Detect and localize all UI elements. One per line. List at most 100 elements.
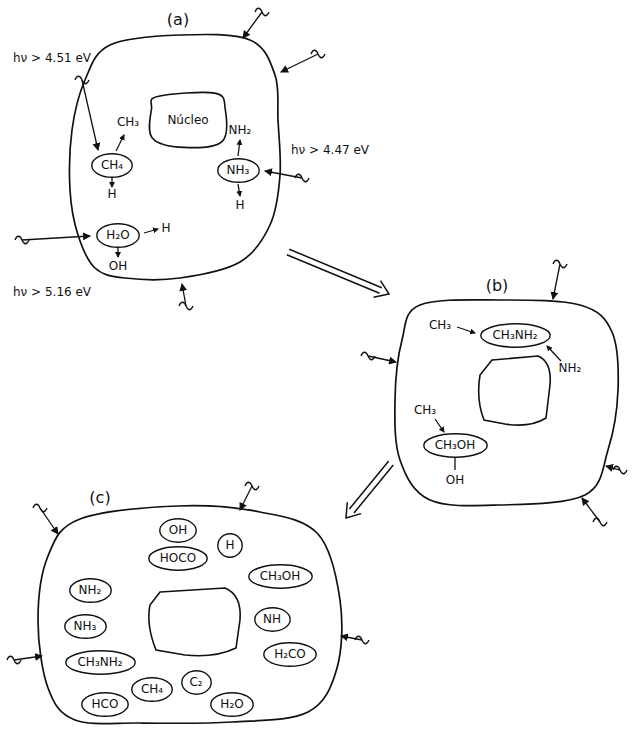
photon-energy: hν > 5.16 eV	[13, 285, 91, 299]
panel-letter: (c)	[89, 488, 110, 507]
molecule-oval: CH₃OH	[423, 433, 488, 458]
molecule-formula: CH₃NH₂	[492, 328, 537, 342]
molecule-oval: NH₃	[64, 614, 107, 639]
grain-mantle: (b)CH₃NH₂CH₃OH	[393, 276, 627, 508]
molecule-oval: NH₃	[217, 158, 260, 183]
molecule-outline	[82, 692, 128, 715]
molecule-outline	[264, 642, 316, 665]
molecule-formula: CH₄	[101, 158, 123, 172]
fragment-arrow	[116, 135, 124, 151]
molecule-oval: OH	[159, 518, 197, 543]
molecule-outline	[65, 650, 134, 673]
photon-wave	[355, 636, 369, 644]
molecule-formula: H₂CO	[274, 647, 306, 661]
double-arrow	[346, 461, 393, 518]
molecule-outline	[64, 614, 105, 637]
molecule-outline	[97, 223, 139, 246]
fragment-arrow	[144, 229, 158, 233]
molecule-oval: C₂	[181, 670, 212, 695]
molecule-oval: H	[217, 533, 243, 558]
molecule-oval: H₂O	[210, 692, 254, 717]
fragment-label: H	[107, 187, 116, 201]
fragment-line	[454, 458, 455, 470]
molecule-formula: C₂	[189, 675, 202, 689]
molecule-formula: HOCO	[160, 551, 196, 565]
molecule-formula: H₂O	[220, 697, 243, 711]
molecule-formula: NH	[263, 612, 281, 626]
molecule-oval: H₂O	[96, 223, 140, 248]
molecule-outline	[480, 323, 549, 346]
fragment-arrow	[238, 184, 240, 196]
fragment-label: H	[235, 198, 244, 212]
arrow-shaft	[289, 249, 382, 288]
molecule-oval: HCO	[81, 692, 129, 717]
photon-wave	[15, 236, 29, 244]
grain-mantle: (c) OH HOCO H NH₂ CH₃OH NH₃ NH CH₃NH₂ CH₄ C₂ HCO H₂O…	[36, 488, 342, 726]
molecule-oval: CH₃NH₂	[65, 650, 136, 675]
molecule-formula: CH₃OH	[260, 569, 301, 583]
nucleus-outline	[149, 588, 240, 656]
panel-letter: (a)	[167, 10, 189, 29]
molecule-formula: NH₃	[227, 163, 250, 177]
photon-wave	[361, 352, 375, 360]
fragment-label: OH	[109, 259, 127, 273]
molecule-outline	[217, 158, 258, 181]
photon-energy: hν > 4.47 eV	[291, 143, 369, 157]
photon-arrow	[243, 12, 262, 38]
molecule-formula: CH₃OH	[435, 438, 476, 452]
mantle-outline	[38, 506, 342, 724]
photon-wave	[613, 466, 627, 474]
molecule-formula: NH₂	[79, 583, 102, 597]
fragment-label: OH	[446, 473, 464, 487]
panel-letter: (b)	[486, 276, 509, 295]
fragment-arrow	[547, 346, 561, 361]
photon-wave	[311, 50, 325, 58]
fragment-label: H	[161, 221, 170, 235]
molecule-outline	[181, 670, 210, 693]
molecule-outline	[149, 546, 207, 569]
photon-wave	[245, 482, 259, 490]
molecule-formula: CH₃NH₂	[77, 655, 122, 669]
arrow-shaft	[354, 465, 393, 513]
photon-wave	[553, 260, 567, 268]
molecule-formula: OH	[169, 523, 187, 537]
molecule-formula: H	[225, 538, 234, 552]
photon-wave	[7, 656, 21, 664]
molecule-outline	[69, 578, 110, 601]
photon-wave	[33, 504, 47, 512]
molecule-oval: HOCO	[148, 546, 208, 571]
molecule-formula: NH₃	[74, 619, 97, 633]
molecule-outline	[92, 153, 132, 176]
nucleus-outline	[149, 92, 226, 147]
molecule-outline	[254, 607, 289, 630]
arrow-head	[346, 502, 361, 518]
fragment-arrow	[117, 248, 118, 257]
fragment-label: CH₃	[429, 318, 451, 332]
fragment-arrow	[435, 419, 444, 432]
photon-energy: hν > 4.51 eV	[13, 51, 91, 65]
molecule-outline	[218, 533, 242, 556]
arrow-shaft	[349, 461, 388, 509]
photon-arrow	[553, 264, 560, 299]
fragment-label: NH₂	[559, 361, 582, 375]
molecule-outline	[423, 433, 486, 456]
molecule-formula: H₂O	[106, 228, 129, 242]
photon-wave	[295, 174, 309, 182]
nucleus-outline	[479, 356, 551, 425]
nucleus-label: Núcleo	[167, 113, 208, 127]
shape-outline	[393, 276, 627, 508]
photon-wave	[179, 302, 193, 310]
fragment-arrow	[457, 327, 475, 333]
molecule-oval: CH₄	[91, 153, 133, 178]
arrow-head	[374, 281, 390, 298]
molecule-oval: CH₄	[131, 677, 173, 702]
shape-outline	[68, 6, 284, 282]
mantle-outline	[395, 300, 618, 506]
molecule-outline	[211, 692, 253, 715]
mantle-outline	[70, 34, 281, 279]
molecule-oval: CH₃OH	[248, 564, 313, 589]
photon-arrow	[281, 54, 318, 72]
fragment-label: NH₂	[229, 123, 252, 137]
double-arrow	[287, 249, 389, 297]
